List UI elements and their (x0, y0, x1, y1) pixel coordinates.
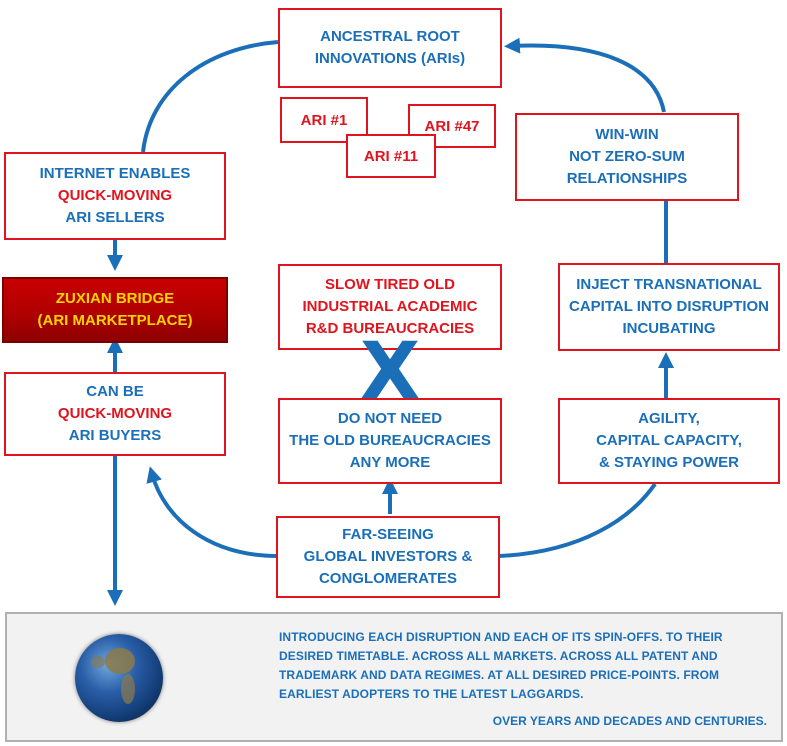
bridge-line-2: (ARI MARKETPLACE) (37, 312, 193, 329)
ari-1-label: ARI #1 (300, 111, 348, 129)
farseeing-line-2: GLOBAL INVESTORS & (303, 548, 473, 565)
winwin-line-3: RELATIONSHIPS (566, 170, 688, 187)
agility-line-1: AGILITY, (638, 410, 700, 427)
inject-capital-box: INJECT TRANSNATIONAL CAPITAL INTO DISRUP… (558, 263, 780, 351)
footer-description: INTRODUCING EACH DISRUPTION AND EACH OF … (279, 630, 723, 701)
do-not-need-box: DO NOT NEED THE OLD BUREAUCRACIES ANY MO… (278, 398, 502, 484)
arrow-winwin-to-ancestral (504, 37, 666, 113)
bridge-line-1: ZUXIAN BRIDGE (55, 290, 175, 307)
inject-line-1: INJECT TRANSNATIONAL (576, 276, 762, 293)
slow-line-2: INDUSTRIAL ACADEMIC (302, 298, 478, 315)
footer-closing-line: OVER YEARS AND DECADES AND CENTURIES. (492, 714, 767, 728)
slow-bureaucracies-box: SLOW TIRED OLD INDUSTRIAL ACADEMIC R&D B… (278, 264, 502, 350)
internet-enables-box: INTERNET ENABLES QUICK-MOVING ARI SELLER… (4, 152, 226, 240)
canbe-line-3: ARI BUYERS (68, 427, 162, 444)
agility-line-2: CAPITAL CAPACITY, (596, 432, 742, 449)
internet-line-1: INTERNET ENABLES (39, 165, 191, 182)
farseeing-line-3: CONGLOMERATES (318, 570, 458, 587)
far-seeing-investors-box: FAR-SEEING GLOBAL INVESTORS & CONGLOMERA… (276, 516, 500, 598)
win-win-box: WIN-WIN NOT ZERO-SUM RELATIONSHIPS (515, 113, 739, 201)
donotneed-line-3: ANY MORE (349, 454, 431, 471)
winwin-line-1: WIN-WIN (595, 126, 659, 143)
can-be-buyers-box: CAN BE QUICK-MOVING ARI BUYERS (4, 372, 226, 456)
arrow-farseeing-to-canbe (146, 466, 279, 558)
donotneed-line-1: DO NOT NEED (337, 410, 443, 427)
agility-line-3: & STAYING POWER (598, 454, 740, 471)
internet-line-2: QUICK-MOVING (57, 187, 173, 204)
inject-line-2: CAPITAL INTO DISRUPTION (568, 298, 769, 315)
earth-globe-icon (75, 634, 163, 722)
slow-line-1: SLOW TIRED OLD (325, 276, 455, 293)
winwin-line-2: NOT ZERO-SUM (569, 148, 685, 165)
canbe-line-2: QUICK-MOVING (57, 405, 173, 422)
ari-11-label: ARI #11 (363, 147, 419, 165)
zuxian-bridge-box: ZUXIAN BRIDGE (ARI MARKETPLACE) (2, 277, 228, 343)
slow-line-3: R&D BUREAUCRACIES (305, 320, 475, 337)
farseeing-line-1: FAR-SEEING (342, 526, 434, 543)
canbe-line-1: CAN BE (86, 383, 144, 400)
agility-box: AGILITY, CAPITAL CAPACITY, & STAYING POW… (558, 398, 780, 484)
ancestral-root-box: ANCESTRAL ROOT INNOVATIONS (ARIs) (278, 8, 502, 88)
cross-out-mark: X (360, 327, 421, 417)
ancestral-line-2: INNOVATIONS (ARIs) (314, 50, 466, 67)
connector-farseeing-to-agility (499, 482, 657, 558)
ancestral-line-1: ANCESTRAL ROOT (320, 28, 460, 45)
footer-panel: INTRODUCING EACH DISRUPTION AND EACH OF … (5, 612, 783, 742)
ari-47-label: ARI #47 (424, 117, 480, 135)
inject-line-3: INCUBATING (622, 320, 716, 337)
ari-11-box: ARI #11 (346, 134, 436, 178)
arrow-ancestral-to-internet (141, 40, 279, 153)
donotneed-line-2: THE OLD BUREAUCRACIES (289, 432, 491, 449)
internet-line-3: ARI SELLERS (65, 209, 165, 226)
